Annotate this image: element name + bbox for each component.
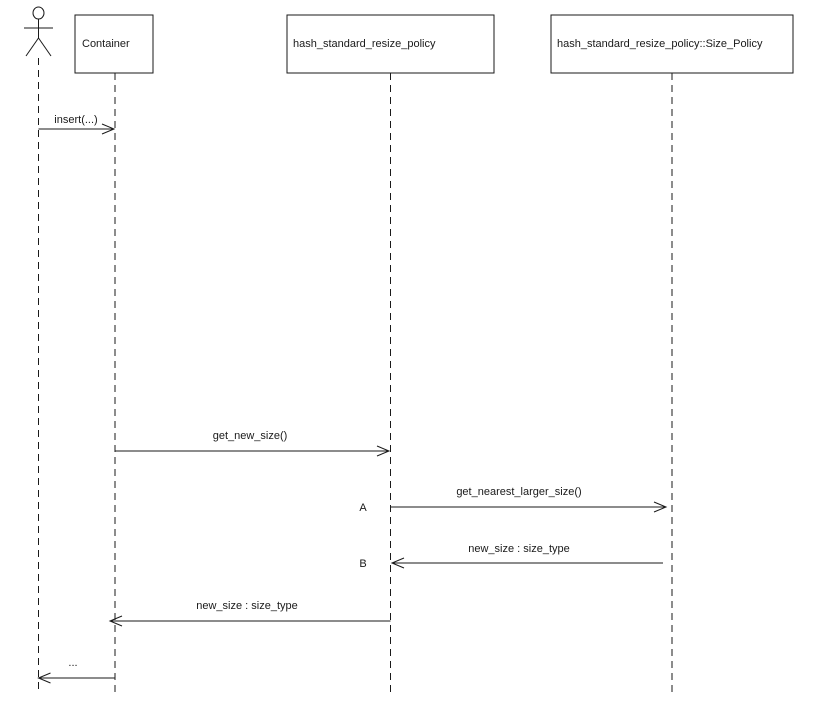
message-label-return-new-size-to-container: new_size : size_type — [196, 600, 298, 612]
actor-icon — [24, 6, 53, 57]
sequence-marker-b: B — [359, 558, 366, 570]
participant-box-resize-policy — [286, 14, 495, 74]
message-label-return-ellipsis: ... — [68, 657, 77, 669]
participant-label-resize-policy: hash_standard_resize_policy — [293, 38, 436, 50]
participant-label-size-policy: hash_standard_resize_policy::Size_Policy — [557, 38, 763, 50]
participant-box-container — [74, 14, 154, 74]
actor-leg-right — [38, 37, 52, 57]
actor-leg-left — [25, 37, 39, 57]
actor-head — [32, 6, 45, 20]
sequence-marker-a: A — [359, 502, 367, 514]
participant-label-container: Container — [82, 38, 130, 50]
participant-box-size-policy — [550, 14, 794, 74]
message-label-insert: insert(...) — [54, 114, 97, 126]
message-label-get-new-size: get_new_size() — [213, 430, 288, 442]
message-label-return-new-size-to-policy: new_size : size_type — [468, 543, 570, 555]
message-label-get-nearest-larger-size: get_nearest_larger_size() — [456, 486, 581, 498]
